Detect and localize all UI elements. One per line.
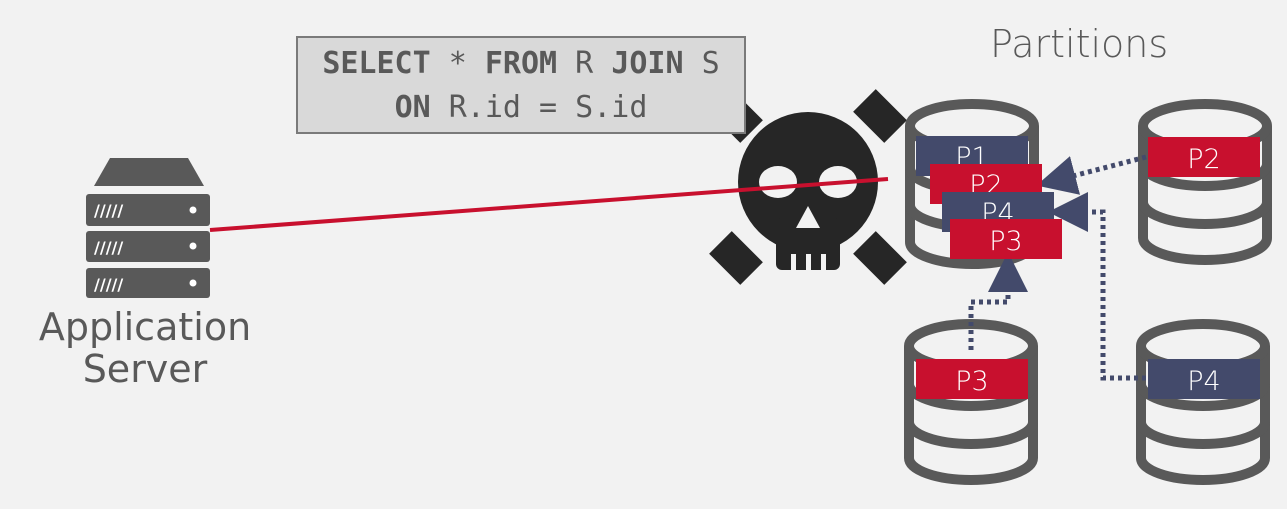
partitions-title: Partitions [990, 22, 1169, 66]
svg-text://///: ///// [94, 275, 123, 294]
partition-labels: P1 P2 P4 P3 P2 P3 P4 [916, 136, 1260, 399]
partition-label-box-p4 [1148, 359, 1260, 399]
sql-text: R.id = S.id [430, 90, 648, 125]
database-node-p2 [1138, 99, 1272, 265]
server-label-line-1: Application [38, 305, 252, 349]
sql-text: R [557, 46, 612, 81]
skull-crossbones-icon [709, 89, 907, 285]
sql-query-box: SELECT * FROM R JOIN S ON R.id = S.id [296, 36, 746, 134]
transfer-arrow-p4 [1048, 192, 1146, 381]
partition-label-main-4: P3 [989, 226, 1022, 257]
server-icon: ///// ///// ///// [86, 158, 210, 298]
sql-keyword: FROM [484, 46, 558, 81]
partition-label-p3: P3 [955, 366, 988, 397]
sql-keyword: SELECT [322, 46, 431, 81]
sql-keyword: JOIN [611, 46, 684, 81]
transfer-arrow-p3 [968, 252, 1028, 350]
svg-text://///: ///// [94, 201, 123, 220]
partition-label-box-p3 [916, 359, 1028, 399]
partition-label-p2: P2 [1187, 144, 1220, 175]
sql-keyword: ON [394, 90, 431, 125]
sql-text: * [430, 46, 485, 81]
svg-text://///: ///// [94, 238, 123, 257]
partition-label-box-main-4 [950, 219, 1062, 259]
sql-line-2: ON R.id = S.id [298, 86, 744, 130]
application-server-label: Application Server [20, 306, 270, 390]
sql-text: S [683, 46, 720, 81]
sql-line-1: SELECT * FROM R JOIN S [298, 42, 744, 86]
partition-label-p4: P4 [1187, 366, 1220, 397]
partition-label-box-p2 [1148, 137, 1260, 177]
request-line [209, 177, 889, 232]
transfer-arrow-p2 [1036, 154, 1147, 195]
database-node-p4 [1136, 319, 1270, 485]
server-label-line-2: Server [82, 347, 208, 391]
